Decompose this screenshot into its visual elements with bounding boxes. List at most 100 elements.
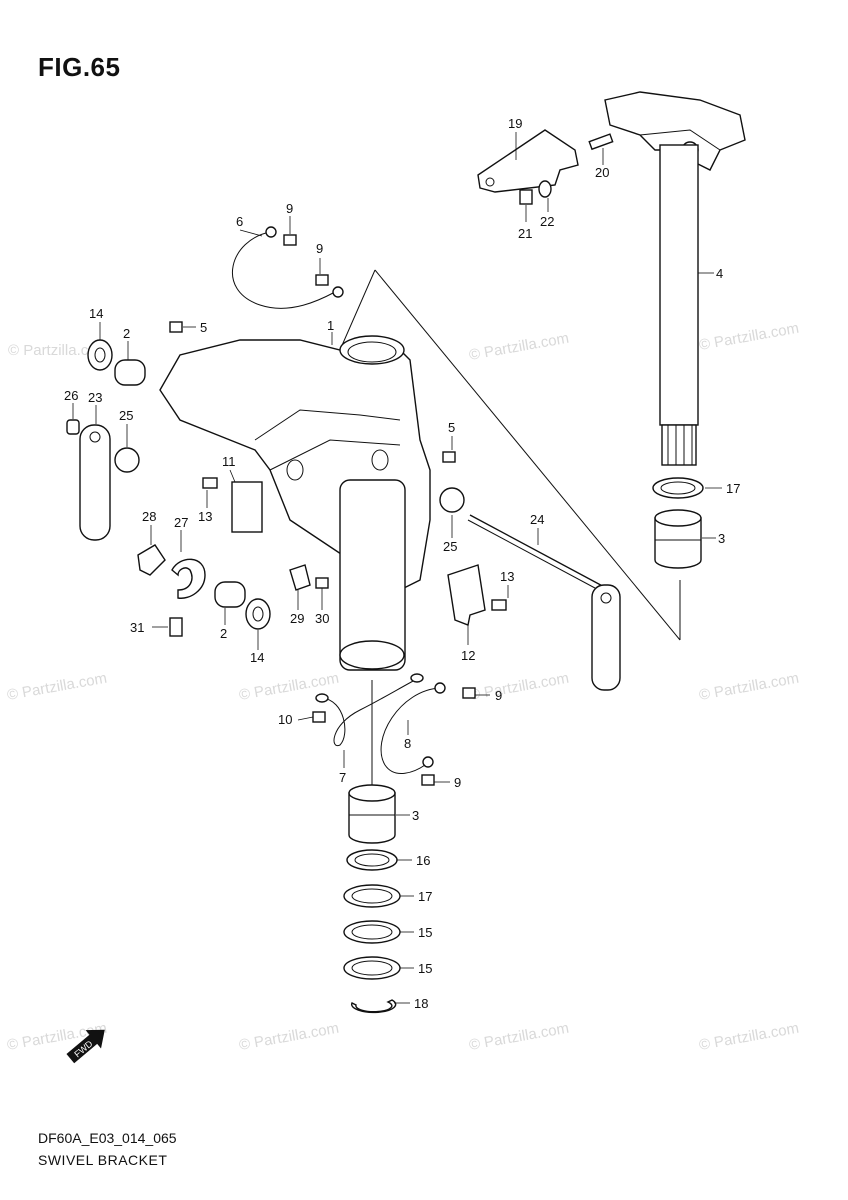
callout-28: 28 bbox=[142, 509, 156, 524]
part-13-screw bbox=[202, 477, 218, 489]
assembly-guide-lines bbox=[339, 269, 681, 790]
part-8-ground-wire bbox=[380, 682, 446, 774]
part-16-washer bbox=[346, 849, 398, 871]
callout-27: 27 bbox=[174, 515, 188, 530]
part-15-washer bbox=[343, 920, 401, 944]
callout-25: 25 bbox=[443, 539, 457, 554]
part-5-grease-nipple bbox=[442, 451, 456, 463]
part-19-bracket bbox=[477, 129, 579, 193]
part-17-washer bbox=[652, 477, 704, 499]
callout-16: 16 bbox=[416, 853, 430, 868]
part-12-plate bbox=[447, 564, 486, 626]
callout-24: 24 bbox=[530, 512, 544, 527]
callout-23: 23 bbox=[88, 390, 102, 405]
callout-labels: 1 2 2 3 3 4 5 5 6 7 8 9 9 9 9 10 11 12 1… bbox=[64, 116, 740, 1011]
part-3-bushing bbox=[654, 509, 702, 569]
part-2-bushing bbox=[214, 581, 246, 608]
callout-4: 4 bbox=[716, 266, 723, 281]
callout-31: 31 bbox=[130, 620, 144, 635]
callout-17: 17 bbox=[726, 481, 740, 496]
diagram-code: DF60A_E03_014_065 bbox=[38, 1130, 177, 1146]
callout-7: 7 bbox=[339, 770, 346, 785]
part-22-washer bbox=[538, 180, 552, 198]
callout-13: 13 bbox=[500, 569, 514, 584]
watermark-text: © Partzilla.com bbox=[8, 342, 109, 359]
part-30-screw bbox=[315, 577, 329, 589]
callout-29: 29 bbox=[290, 611, 304, 626]
callout-20: 20 bbox=[595, 165, 609, 180]
watermark-text: © Partzilla.com bbox=[698, 670, 800, 704]
callout-22: 22 bbox=[540, 214, 554, 229]
callout-2: 2 bbox=[123, 326, 130, 341]
part-7-ground-wire bbox=[315, 673, 424, 747]
callout-21: 21 bbox=[518, 226, 532, 241]
callout-11: 11 bbox=[222, 454, 236, 469]
watermark-text: © Partzilla.com bbox=[6, 670, 108, 704]
part-24-tilt-rod bbox=[467, 514, 621, 691]
part-9-bolt bbox=[315, 274, 329, 286]
part-9-bolt bbox=[283, 234, 297, 246]
part-21-nut bbox=[519, 189, 533, 205]
callout-2: 2 bbox=[220, 626, 227, 641]
watermark-text: © Partzilla.com bbox=[698, 320, 800, 354]
part-28-clip bbox=[137, 544, 166, 576]
part-15-washer bbox=[343, 956, 401, 980]
part-2-bushing bbox=[114, 359, 146, 386]
callout-3: 3 bbox=[412, 808, 419, 823]
callout-9: 9 bbox=[286, 201, 293, 216]
callout-30: 30 bbox=[315, 611, 329, 626]
callout-18: 18 bbox=[414, 996, 428, 1011]
part-25-bushing bbox=[439, 487, 465, 513]
leader-lines bbox=[72, 132, 722, 1004]
part-20-stud bbox=[588, 133, 614, 151]
callout-5: 5 bbox=[200, 320, 207, 335]
part-3-bushing bbox=[348, 784, 396, 844]
part-29-clip bbox=[289, 564, 311, 591]
watermark-text: © Partzilla.com bbox=[468, 670, 570, 704]
callout-15: 15 bbox=[418, 925, 432, 940]
callout-10: 10 bbox=[278, 712, 292, 727]
part-6-ground-wire bbox=[231, 226, 344, 309]
part-18-circlip bbox=[350, 999, 397, 1014]
part-10-screw bbox=[312, 711, 326, 723]
callout-13: 13 bbox=[198, 509, 212, 524]
part-14-washer bbox=[87, 339, 113, 371]
callout-1: 1 bbox=[327, 318, 334, 333]
callout-26: 26 bbox=[64, 388, 78, 403]
diagram-caption: SWIVEL BRACKET bbox=[38, 1152, 168, 1168]
part-11-plate bbox=[231, 481, 263, 533]
callout-9: 9 bbox=[495, 688, 502, 703]
part-23-tilt-lever bbox=[79, 424, 111, 541]
callout-25: 25 bbox=[119, 408, 133, 423]
callout-8: 8 bbox=[404, 736, 411, 751]
watermark-text: © Partzilla.com bbox=[698, 1020, 800, 1054]
callout-3: 3 bbox=[718, 531, 725, 546]
callout-17: 17 bbox=[418, 889, 432, 904]
part-27-spring bbox=[171, 558, 206, 599]
part-31-spring bbox=[169, 617, 183, 637]
callout-14: 14 bbox=[250, 650, 264, 665]
part-13-screw bbox=[491, 599, 507, 611]
figure-title: FIG.65 bbox=[38, 52, 121, 82]
watermark-text: © Partzilla.com bbox=[468, 330, 570, 364]
part-1-swivel-bracket bbox=[159, 335, 431, 671]
part-9-bolt bbox=[421, 774, 435, 786]
part-4-steering-shaft bbox=[604, 91, 746, 466]
part-26-nut bbox=[66, 419, 80, 435]
callout-19: 19 bbox=[508, 116, 522, 131]
watermark-text: © Partzilla.com bbox=[468, 1020, 570, 1054]
callout-6: 6 bbox=[236, 214, 243, 229]
part-17-washer bbox=[343, 884, 401, 908]
callout-15: 15 bbox=[418, 961, 432, 976]
callout-12: 12 bbox=[461, 648, 475, 663]
part-14-washer bbox=[245, 598, 271, 630]
callout-9: 9 bbox=[316, 241, 323, 256]
callout-5: 5 bbox=[448, 420, 455, 435]
watermark-text: © Partzilla.com bbox=[238, 1020, 340, 1054]
part-9-bolt bbox=[462, 687, 476, 699]
part-25-bushing bbox=[114, 447, 140, 473]
callout-14: 14 bbox=[89, 306, 103, 321]
callout-9: 9 bbox=[454, 775, 461, 790]
part-5-grease-nipple bbox=[169, 321, 183, 333]
